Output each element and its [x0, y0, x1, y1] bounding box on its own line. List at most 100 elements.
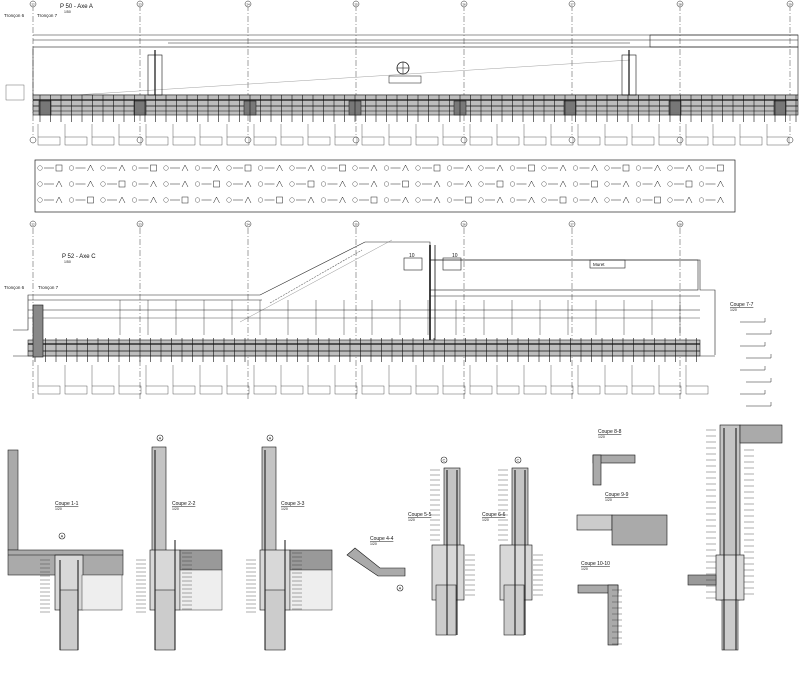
- legend-mark: [636, 165, 642, 171]
- legend-shape: [433, 180, 441, 188]
- legend-mark: [37, 165, 43, 171]
- legend-mark: [68, 165, 74, 171]
- section-scale: 1/20: [581, 567, 588, 571]
- legend-mark: [163, 197, 169, 203]
- legend-mark: [100, 165, 106, 171]
- dimension-box: [712, 136, 736, 146]
- legend-shape: [244, 164, 252, 172]
- legend-mark: [636, 181, 642, 187]
- legend-shape: [118, 180, 126, 188]
- legend-shape: [465, 164, 472, 172]
- axis-marker: [460, 0, 468, 8]
- legend-mark: [37, 197, 43, 203]
- legend-shape: [685, 196, 693, 204]
- dimension-box: [658, 385, 682, 395]
- dimension-box: [415, 385, 439, 395]
- section-title: Coupe 4-4: [370, 536, 394, 542]
- dimension-box: [253, 136, 277, 146]
- dimension-box: [226, 136, 250, 146]
- column-head: [133, 100, 147, 116]
- legend-shape: [622, 180, 630, 188]
- axis-marker-label: 27: [570, 3, 574, 7]
- legend-shape: [150, 180, 157, 188]
- legend-mark: [163, 165, 169, 171]
- section-scale: 1/20: [408, 518, 415, 522]
- section-mark: A: [399, 586, 402, 591]
- legend-mark: [447, 197, 453, 203]
- legend-shape: [528, 196, 535, 204]
- dimension-10-right: 10: [452, 253, 458, 259]
- section-title: Coupe 5-5: [408, 512, 432, 518]
- dimension-box: [64, 136, 88, 146]
- axis-marker-label: 24: [246, 223, 250, 227]
- axis-marker: [29, 0, 37, 8]
- section-scale: 1/20: [370, 542, 377, 546]
- legend-shape: [496, 196, 504, 204]
- legend-shape: [276, 196, 283, 204]
- axis-marker-label: 24: [246, 3, 250, 7]
- cross-sections: [7, 318, 783, 651]
- axis-marker-label: 26: [462, 223, 466, 227]
- dimension-box: [496, 385, 520, 395]
- legend-mark: [541, 165, 547, 171]
- legend-mark: [573, 165, 579, 171]
- legend-shape: [276, 164, 283, 172]
- legend-shape: [402, 196, 409, 204]
- legend-mark: [510, 165, 516, 171]
- legend-mark: [352, 181, 358, 187]
- rebar-sketch: [746, 402, 772, 407]
- legend-mark: [131, 165, 137, 171]
- dimension-box: [172, 136, 196, 146]
- axis-marker-bottom: [29, 136, 37, 144]
- section-scale: 1/20: [730, 308, 737, 312]
- elevation-top-trongon-left: Tronçon 6: [4, 13, 25, 18]
- section-7-7-sketches: [740, 318, 772, 407]
- legend-mark: [573, 197, 579, 203]
- section-mark-circle: [514, 456, 522, 464]
- section-title: Coupe 2-2: [172, 501, 196, 507]
- dimension-box: [496, 136, 520, 146]
- legend-mark: [321, 181, 327, 187]
- legend-shape: [181, 196, 189, 204]
- legend-shape: [402, 180, 409, 188]
- dimension-box: [442, 385, 466, 395]
- rebar-sketch: [746, 378, 772, 383]
- axis-marker: [568, 220, 576, 228]
- legend-mark: [226, 181, 232, 187]
- dimension-box: [415, 136, 439, 146]
- legend-shape: [150, 164, 157, 172]
- dimension-boxes-bottom: [37, 365, 709, 395]
- section-5-5: [431, 467, 465, 636]
- legend-shape: [528, 180, 535, 188]
- legend-mark: [289, 165, 295, 171]
- axis-marker-bottom: [352, 136, 360, 144]
- axis-marker-label: 28: [678, 223, 682, 227]
- section-mark-circle: [396, 584, 404, 592]
- axis-marker-label: 23: [138, 223, 142, 227]
- legend-shape: [496, 164, 504, 172]
- legend-mark: [699, 181, 705, 187]
- section-7-7: [687, 318, 783, 651]
- legend-shape: [717, 180, 724, 188]
- legend-shape: [465, 196, 472, 204]
- axis-marker-label: 22: [31, 3, 35, 7]
- legend-shape: [181, 164, 189, 172]
- dimension-box: [172, 385, 196, 395]
- legend-mark: [194, 165, 200, 171]
- legend-shape: [339, 164, 346, 172]
- legend-mark: [667, 181, 673, 187]
- stirrups-bottom: [34, 300, 697, 362]
- legend-shape: [465, 180, 472, 188]
- dimension-box: [631, 385, 655, 395]
- legend-shape: [591, 196, 598, 204]
- dimension-box: [604, 385, 628, 395]
- legend-shape: [591, 180, 598, 188]
- legend-shape: [559, 180, 567, 188]
- dimension-box: [658, 136, 682, 146]
- axis-marker: [786, 0, 794, 8]
- section-rebar-ticks: [40, 429, 754, 645]
- legend-mark: [68, 181, 74, 187]
